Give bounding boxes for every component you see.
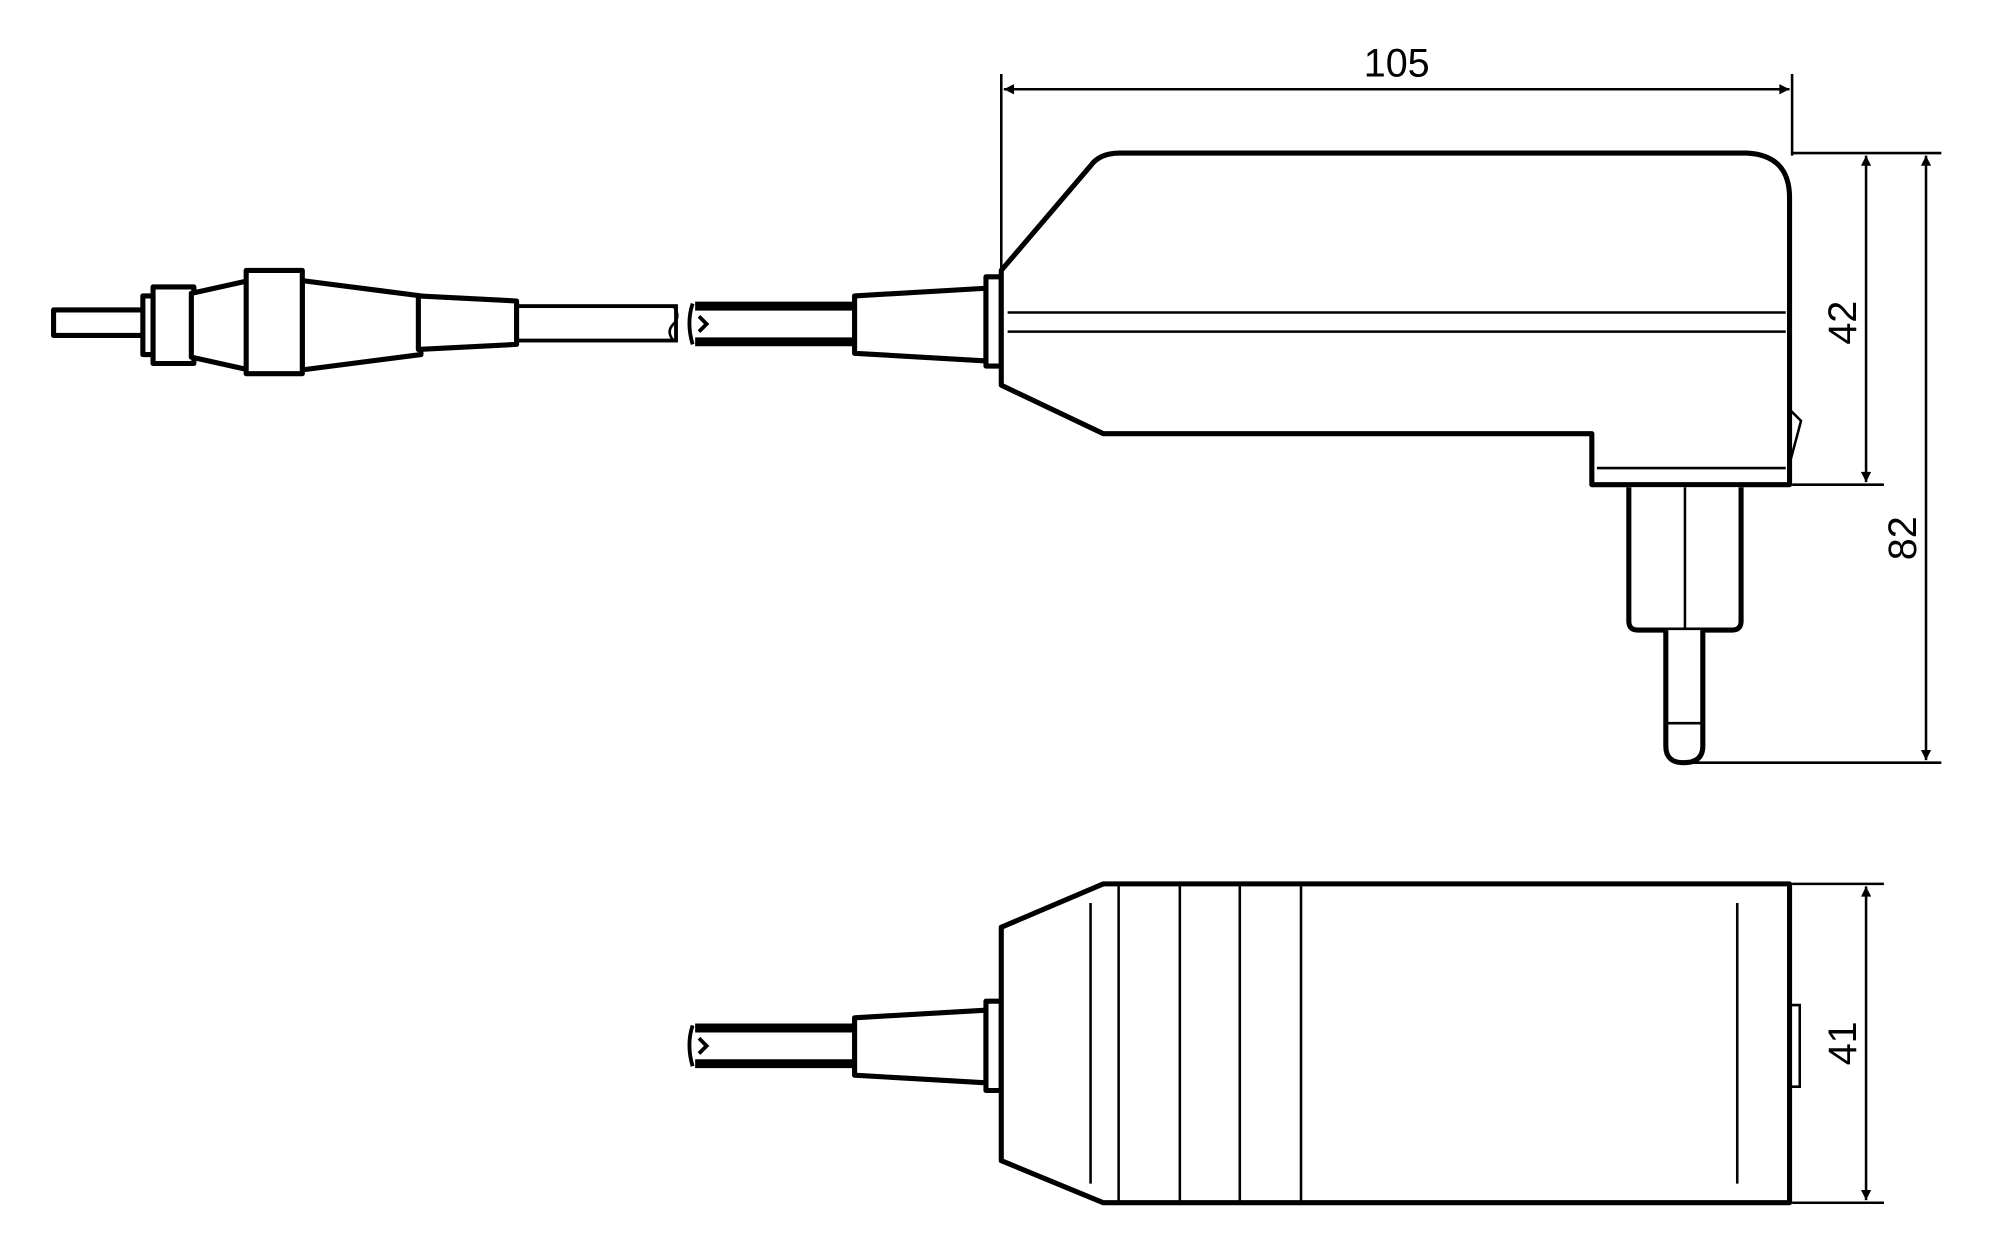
bottom-view: 41 [687, 881, 1884, 1206]
dc-plug-connector [51, 267, 679, 377]
dimension-105: 105 [1000, 42, 1794, 275]
cable [687, 998, 1004, 1094]
adapter-body [998, 150, 1803, 488]
dimension-41: 41 [1792, 882, 1884, 1205]
cable [687, 274, 1004, 369]
adapter-body [998, 881, 1802, 1206]
dimension-42: 42 [1792, 151, 1942, 486]
dimension-label-82: 82 [1881, 516, 1925, 560]
dimension-82: 82 [1686, 155, 1942, 764]
switch-nub [1790, 1003, 1802, 1088]
dimension-label-42: 42 [1821, 301, 1865, 345]
dimension-label-41: 41 [1821, 1021, 1865, 1065]
switch-nub [1789, 409, 1803, 460]
top-view: 105 42 82 [51, 42, 1942, 766]
mains-plug [1626, 487, 1744, 766]
dimension-label-105: 105 [1364, 42, 1430, 86]
